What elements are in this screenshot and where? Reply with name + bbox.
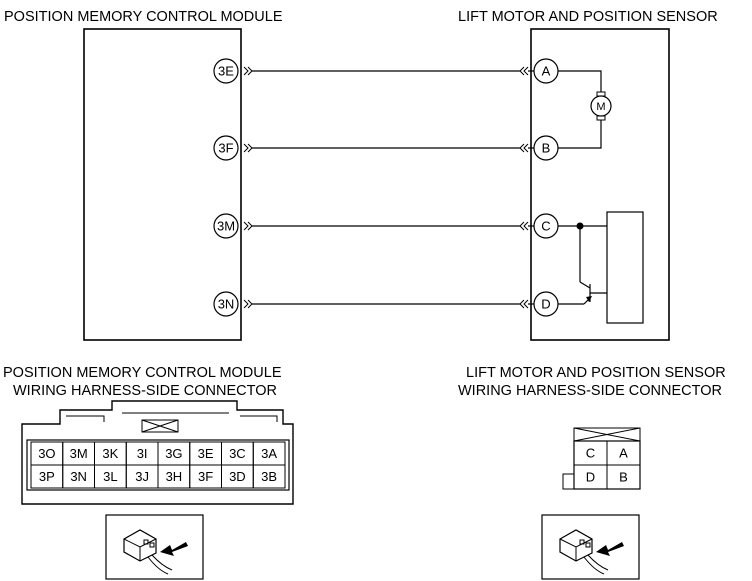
module-connector-subtitle: WIRING HARNESS-SIDE CONNECTOR [13, 383, 277, 399]
sensor-pin-b: B [533, 135, 559, 161]
module-connector-pin-3o: 3O [38, 446, 55, 461]
sensor-box [530, 28, 670, 341]
module-connector-cell [252, 464, 286, 489]
module-connector-pin-3p: 3P [39, 469, 55, 484]
module-connector-pin-3f: 3F [198, 469, 213, 484]
module-connector-pin-3j: 3J [135, 469, 149, 484]
module-pin-3n: 3N [213, 291, 239, 317]
module-box [83, 28, 242, 341]
module-pin-3f: 3F [213, 135, 239, 161]
module-connector-pin-3l: 3L [103, 469, 117, 484]
module-connector-cells: 3O 3M 3K 3I 3G 3E 3C 3A 3P 3N 3L 3J 3H 3F 3D 3B [30, 441, 286, 489]
module-connector-pin-3g: 3G [165, 446, 182, 461]
sensor-title: LIFT MOTOR AND POSITION SENSOR [458, 9, 718, 25]
module-connector-pin-3d: 3D [229, 469, 246, 484]
module-connector-pin-3c: 3C [229, 446, 246, 461]
module-pin-3e-label: 3E [218, 64, 234, 79]
sensor-connector-pin-d: D [586, 470, 595, 485]
module-harness-connector [21, 400, 294, 505]
module-connector-pin-3n: 3N [70, 469, 87, 484]
sensor-connector-pin-a: A [619, 446, 628, 461]
motor-circuit [558, 70, 606, 149]
wire-3n-d [243, 299, 534, 309]
sensor-harness-connector [562, 427, 641, 490]
sensor-connector-pin-c: C [586, 446, 595, 461]
position-sensor-circuit [558, 222, 607, 305]
sensor-connector-cell [606, 464, 641, 490]
wire-3m-c [243, 221, 534, 231]
module-connector-pin-3h: 3H [166, 469, 183, 484]
sensor-pin-a: A [533, 58, 559, 84]
motor-symbol-label: M [596, 101, 605, 113]
module-pin-3m: 3M [213, 213, 239, 239]
module-title: POSITION MEMORY CONTROL MODULE [4, 9, 283, 25]
module-connector-pin-3e: 3E [198, 446, 214, 461]
module-connector-pin-3i: 3I [137, 446, 148, 461]
sensor-pin-d-label: D [541, 297, 550, 312]
sensor-connector-title: LIFT MOTOR AND POSITION SENSOR [466, 365, 726, 381]
module-connector-title: POSITION MEMORY CONTROL MODULE [3, 365, 282, 381]
module-connector-pin-3a: 3A [261, 446, 277, 461]
sensor-connector-cells: C A D B [573, 440, 641, 490]
module-connector-pin-3m: 3M [70, 446, 88, 461]
sensor-connector-view-icon [541, 514, 640, 580]
module-connector-pin-3k: 3K [102, 446, 118, 461]
sensor-pin-a-label: A [542, 64, 551, 79]
module-connector-pin-3b: 3B [261, 469, 277, 484]
module-connector-view-icon [105, 514, 204, 580]
wire-3e-a [243, 66, 534, 76]
sensor-ic-block [606, 211, 644, 324]
sensor-pin-c-label: C [541, 219, 550, 234]
module-pin-3f-label: 3F [218, 141, 233, 156]
sensor-pin-d: D [533, 291, 559, 317]
module-pin-3m-label: 3M [217, 219, 235, 234]
module-pin-3e: 3E [213, 58, 239, 84]
wire-3f-b [243, 143, 534, 153]
sensor-connector-subtitle: WIRING HARNESS-SIDE CONNECTOR [458, 383, 722, 399]
sensor-connector-pin-b: B [619, 470, 628, 485]
sensor-pin-b-label: B [542, 141, 551, 156]
motor-icon: M [590, 95, 612, 117]
sensor-pin-c: C [533, 213, 559, 239]
module-pin-3n-label: 3N [218, 297, 235, 312]
